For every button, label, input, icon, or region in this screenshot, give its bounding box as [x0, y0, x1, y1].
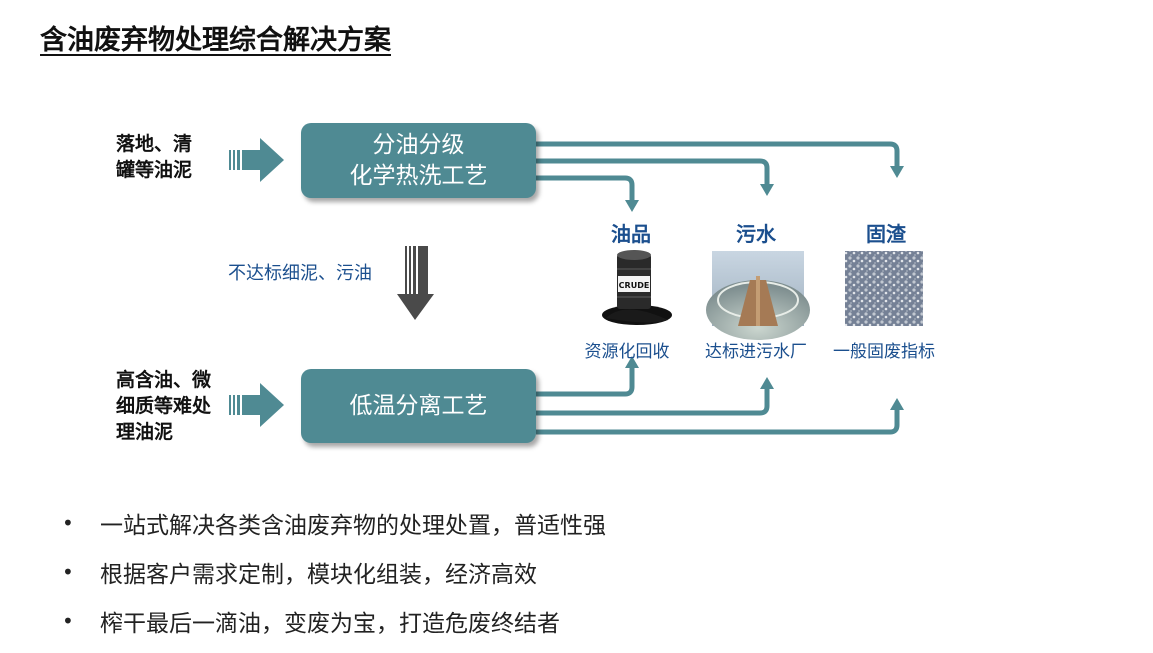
flow-bottom-to-oil: [536, 368, 635, 397]
flow-top-to-residue: [536, 141, 900, 166]
bullet-dot: •: [62, 511, 74, 535]
input-label-bottom: 高含油、微 细质等难处 理油泥: [116, 369, 212, 443]
page-title: 含油废弃物处理综合解决方案: [40, 25, 391, 56]
input-arrow-top: [229, 138, 284, 182]
bullet-item: • 一站式解决各类含油废弃物的处理处置，普适性强: [62, 511, 606, 539]
down-arrow: [397, 246, 434, 320]
bullet-dot: •: [62, 560, 74, 584]
process-box-low-temp-separation: 低温分离工艺: [301, 369, 536, 443]
output-desc-residue: 一般固废指标: [833, 342, 935, 362]
flow-top-to-oil: [536, 175, 635, 200]
flow-top-to-water: [536, 158, 770, 184]
barrel-label: CRUDE: [619, 281, 650, 290]
transfer-note: 不达标细泥、污油: [228, 263, 372, 284]
output-desc-water: 达标进污水厂: [705, 342, 807, 362]
output-desc-oil: 资源化回收: [584, 342, 670, 362]
bullet-item: • 榨干最后一滴油，变废为宝，打造危废终结者: [62, 609, 560, 637]
input-label-top: 落地、清 罐等油泥: [116, 133, 193, 181]
bullet-dot: •: [62, 609, 74, 633]
output-title-oil: 油品: [611, 222, 651, 246]
flow-bottom-to-residue: [536, 410, 900, 435]
output-title-residue: 固渣: [866, 222, 906, 246]
process-box-thermal-wash: 分油分级 化学热洗工艺: [301, 123, 536, 198]
flow-bottom-to-water: [536, 389, 770, 416]
input-arrow-bottom: [229, 383, 284, 427]
output-title-water: 污水: [736, 222, 776, 246]
bullet-item: • 根据客户需求定制，模块化组装，经济高效: [62, 560, 537, 588]
